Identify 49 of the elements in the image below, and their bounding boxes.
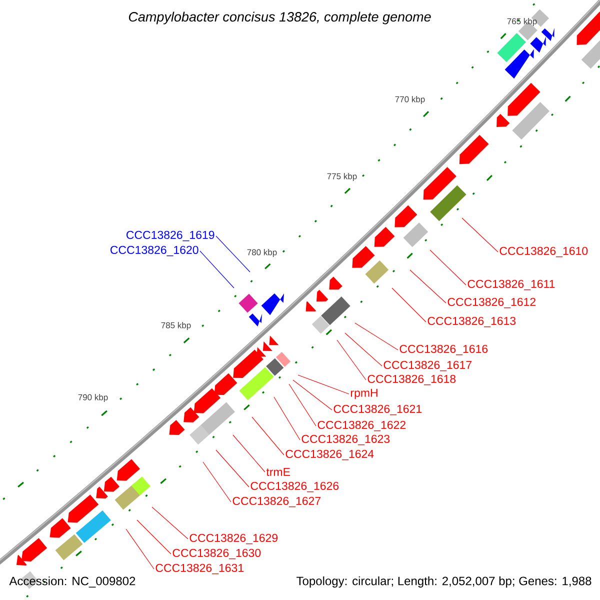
leader-line: [288, 384, 316, 426]
leader-line: [462, 218, 498, 252]
scale-label: 770 kbp: [395, 96, 425, 104]
scale-label: 765 kbp: [507, 18, 537, 26]
gene-label: CCC13826_1620: [110, 246, 198, 256]
scale-label: 790 kbp: [78, 394, 108, 402]
leader-line: [298, 374, 350, 394]
leader-line: [336, 340, 366, 380]
leader-line: [152, 506, 188, 540]
scale-label: 775 kbp: [327, 173, 357, 181]
leader-line: [410, 270, 446, 304]
leader-line: [136, 520, 172, 554]
gene-label: CCC13826_1626: [250, 482, 339, 492]
gene-label: CCC13826_1627: [232, 496, 320, 508]
gene-label: CCC13826_1611: [468, 280, 555, 290]
leader-line: [354, 322, 398, 350]
leader-line: [216, 450, 250, 488]
gene-label: CCC13826_1621: [334, 404, 422, 416]
gene-label: CCC13826_1629: [190, 534, 278, 544]
gene-label: CCC13826_1613: [428, 316, 516, 328]
leader-line: [252, 416, 284, 456]
leader-line: [292, 380, 332, 410]
gene-label: CCC13826_1631: [156, 564, 244, 574]
leader-line: [200, 250, 234, 288]
gene-label: rpmH: [350, 388, 378, 400]
leader-line: [392, 288, 426, 322]
gene-label: CCC13826_1623: [302, 434, 390, 446]
gene-label: trmE: [266, 468, 290, 476]
gene-label: CCC13826_1630: [172, 548, 261, 560]
gene-label: CCC13826_1624: [286, 450, 374, 460]
leader-line: [202, 462, 232, 502]
gene-label: CCC13826_1610: [500, 246, 588, 258]
leader-line: [344, 332, 382, 366]
leader-line: [232, 434, 266, 472]
footer-text: Topology: circular; Length: 2,052,007 bp; Genes: 1,988: [296, 576, 592, 588]
gene-label: CCC13826_1619: [126, 230, 214, 242]
footer-text: Accession: NC_009802: [9, 576, 136, 588]
scale-label: 780 kbp: [247, 249, 277, 257]
gene-label: CCC13826_1618: [368, 374, 456, 386]
gene-label: CCC13826_1616: [400, 344, 488, 356]
leader-line: [430, 250, 466, 286]
title: Campylobacter concisus 13826, complete genome: [128, 12, 431, 24]
scale-label: 785 kbp: [161, 322, 191, 330]
leader-line: [274, 396, 300, 440]
leader-line: [126, 528, 154, 570]
gene-label: CCC13826_1617: [384, 360, 472, 372]
gene-label: CCC13826_1622: [318, 420, 406, 432]
leader-line: [216, 236, 250, 272]
gene-label: CCC13826_1612: [448, 298, 536, 308]
